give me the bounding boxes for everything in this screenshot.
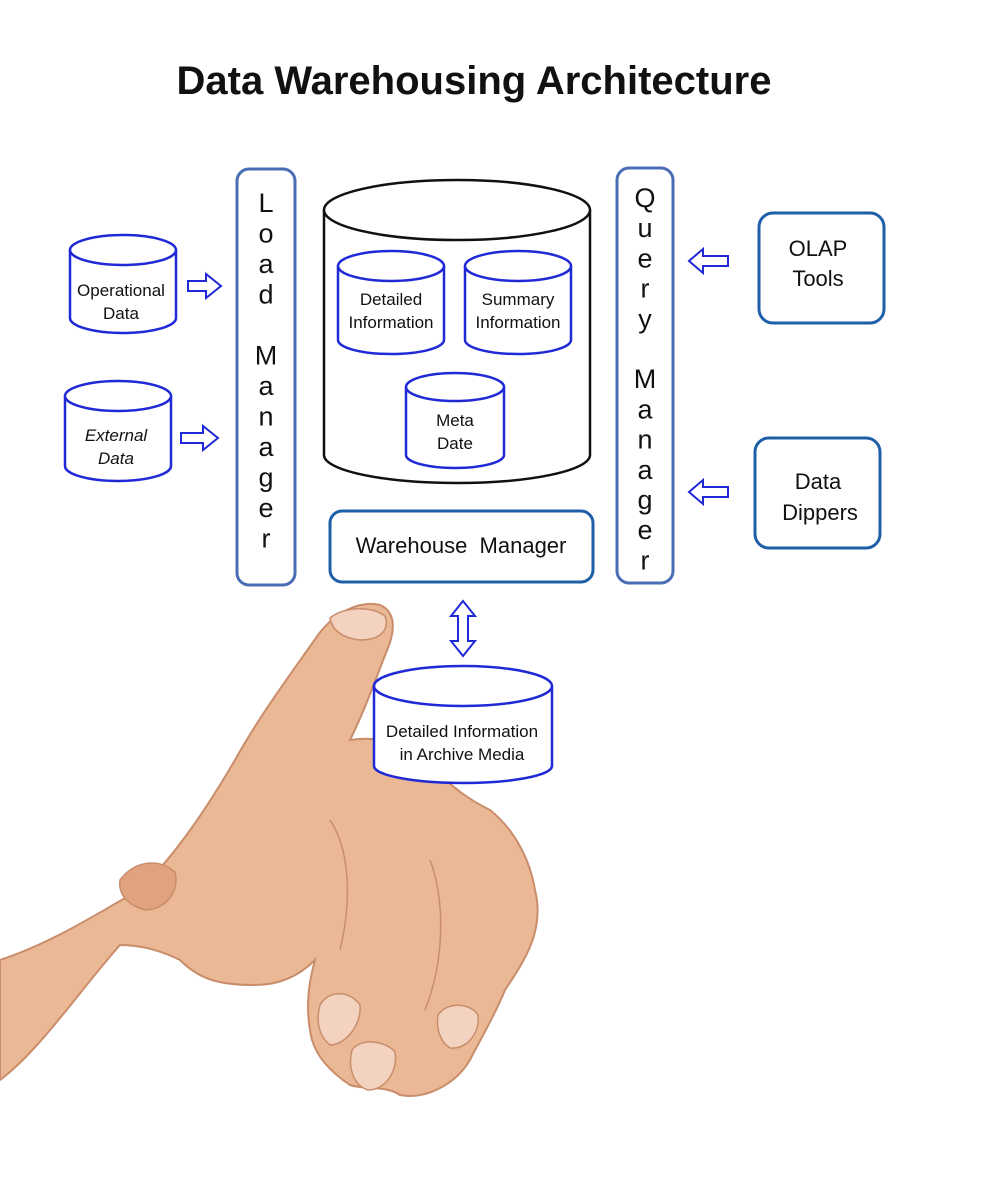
summary-information-label-2: Information	[475, 313, 560, 332]
warehouse-manager-box: Warehouse Manager	[328, 509, 595, 584]
archive-label-2: in Archive Media	[400, 745, 525, 764]
external-data-label-2: Data	[98, 449, 134, 468]
summary-information-label-1: Summary	[482, 290, 555, 309]
operational-data-cylinder: Operational Data	[68, 233, 178, 335]
operational-data-label-2: Data	[103, 304, 139, 323]
load-manager-letter: M	[255, 341, 278, 371]
query-manager-letter: r	[641, 545, 650, 575]
query-manager-letter: u	[637, 213, 652, 243]
load-manager-letter: n	[258, 402, 273, 432]
detailed-information-label-2: Information	[348, 313, 433, 332]
meta-date-cylinder: Meta Date	[404, 371, 506, 470]
data-dippers-label-2: Dippers	[782, 500, 858, 525]
query-manager-letter: e	[637, 243, 652, 273]
query-manager-letter: Q	[634, 183, 655, 213]
external-data-cylinder: External Data	[63, 379, 173, 483]
query-manager-letter: a	[637, 394, 653, 424]
archive-label-1: Detailed Information	[386, 722, 538, 741]
diagram-title: Data Warehousing Architecture	[177, 59, 772, 103]
detailed-information-cylinder: Detailed Information	[336, 249, 446, 356]
load-manager-letter: o	[258, 219, 273, 249]
load-manager-letter: g	[258, 463, 273, 493]
olap-tools-label-2: Tools	[792, 266, 843, 291]
load-manager-letter: a	[258, 371, 274, 401]
olap-to-query-arrow	[687, 246, 729, 276]
query-manager-letter: a	[637, 455, 653, 485]
load-manager-letter: L	[258, 188, 273, 218]
hand-illustration	[0, 602, 539, 1097]
query-manager-letter: g	[637, 485, 652, 515]
olap-tools-box: OLAP Tools	[757, 211, 886, 325]
query-manager-letter: n	[637, 425, 652, 455]
operational-data-label-1: Operational	[77, 281, 165, 300]
external-to-load-arrow	[180, 423, 220, 453]
meta-date-label-1: Meta	[436, 411, 474, 430]
detailed-information-label-1: Detailed	[360, 290, 422, 309]
load-manager-letter: a	[258, 249, 274, 279]
load-manager-letter: a	[258, 432, 274, 462]
warehouse-manager-label: Warehouse Manager	[356, 533, 567, 558]
external-data-label-1: External	[85, 426, 149, 445]
query-manager-letter: M	[634, 364, 657, 394]
query-manager-letter: r	[641, 274, 650, 304]
olap-tools-label-1: OLAP	[789, 236, 848, 261]
query-manager-letter: e	[637, 515, 652, 545]
query-manager-letter: y	[638, 304, 652, 334]
operational-to-load-arrow	[187, 271, 223, 301]
data-dippers-label-1: Data	[795, 469, 842, 494]
summary-information-cylinder: Summary Information	[463, 249, 573, 356]
warehouse-archive-double-arrow	[448, 599, 478, 658]
data-dippers-box: Data Dippers	[753, 436, 882, 550]
meta-date-label-2: Date	[437, 434, 473, 453]
load-manager-letter: r	[262, 524, 271, 554]
load-manager-letter: e	[258, 493, 273, 523]
dippers-to-query-arrow	[687, 477, 729, 507]
archive-media-cylinder: Detailed Information in Archive Media	[372, 664, 554, 785]
load-manager-letter: d	[258, 280, 273, 310]
